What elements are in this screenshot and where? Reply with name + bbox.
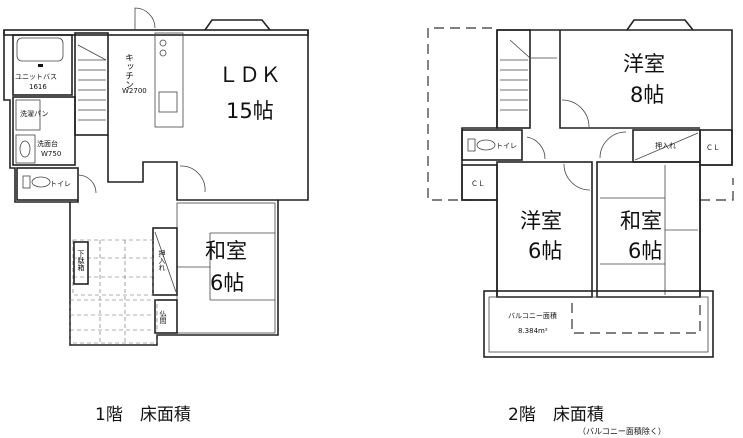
vanity-width: W750	[41, 150, 61, 158]
bay-window-1f	[204, 19, 271, 31]
toilet-room-2f	[461, 129, 523, 161]
balcony	[483, 290, 714, 358]
bath-size: 1616	[29, 83, 47, 91]
butsuma-label: 仏間	[159, 310, 167, 325]
western8-label: 洋室	[623, 52, 665, 76]
cl-left-label: ＣＬ	[471, 180, 485, 188]
oshiire-1f-label: 押入れ	[158, 249, 166, 271]
washitsu-2f-size: 6帖	[628, 239, 662, 263]
butsuma	[154, 299, 178, 334]
bay-window-2f	[626, 19, 694, 31]
vanity-label: 洗面台	[37, 139, 58, 148]
floor1-caption: 1階 床面積	[95, 405, 191, 425]
laundry-label: 洗濯パン	[20, 109, 48, 118]
washitsu-1f-label: 和室	[205, 239, 247, 263]
kitchen-counter	[154, 32, 184, 128]
shoebox	[73, 241, 89, 285]
stairs-1f	[74, 32, 109, 136]
washitsu-1f	[176, 202, 276, 334]
western6-label: 洋室	[520, 209, 562, 233]
ldk-size: 15帖	[226, 99, 274, 123]
toilet-label-2f: トイレ	[496, 142, 517, 150]
stairs-2f	[496, 29, 531, 129]
western6-size: 6帖	[528, 239, 562, 263]
kitchen-width: W2700	[122, 87, 147, 95]
shoebox-label: 下駄箱	[77, 250, 85, 272]
washitsu-2f-label: 和室	[620, 209, 662, 233]
toilet-room-1f	[16, 167, 79, 201]
ldk-label: ＬＤＫ	[218, 63, 281, 87]
cl-right-label: ＣＬ	[706, 144, 720, 152]
unit-bath	[12, 34, 73, 96]
washitsu-1f-size: 6帖	[210, 271, 244, 295]
balcony-area: 8.384m²	[518, 327, 548, 335]
balcony-label: バルコニー面積	[508, 311, 557, 320]
entrance-tiles	[69, 239, 158, 344]
western8-size: 8帖	[630, 83, 664, 107]
kitchen-label: キッチン	[123, 53, 134, 89]
floor1-plan: ユニットバス 1616 洗濯パン 洗面台 W750 トイレ キッチン W2700	[3, 7, 309, 346]
oshiire-2f-label: 押入れ	[655, 141, 676, 150]
floor2-plan: 洋室 8帖 トイレ ＣＬ 洋室 6帖 和室 6帖 押入れ ＣＬ バルコニー面積	[427, 19, 734, 358]
cl-right	[699, 129, 733, 166]
floor2-caption: 2階 床面積	[508, 405, 604, 425]
bath-label: ユニットバス	[15, 73, 57, 81]
toilet-label-1f: トイレ	[50, 180, 71, 188]
floor2-note: （バルコニー面積除く）	[578, 427, 666, 436]
